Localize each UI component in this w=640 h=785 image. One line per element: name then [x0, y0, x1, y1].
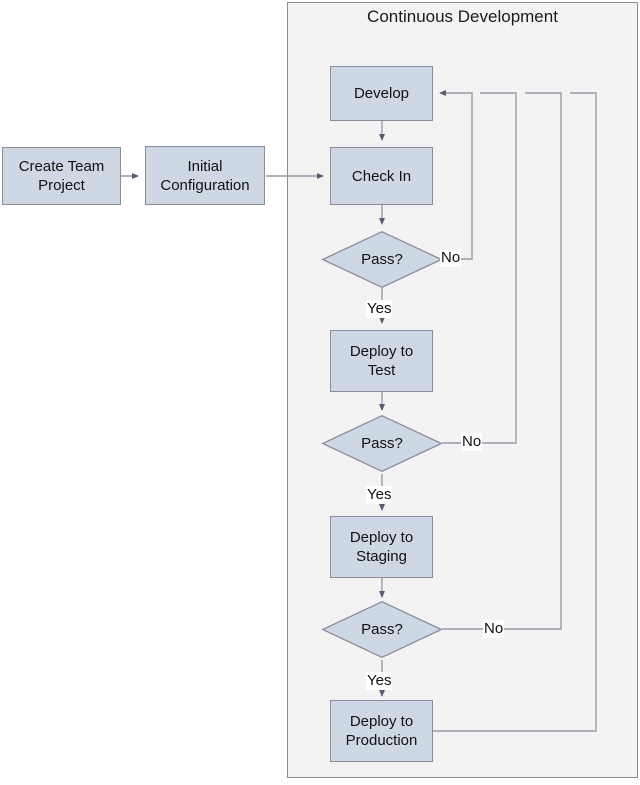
node-create-team-project-line1: Create Team	[18, 158, 105, 175]
node-deploy-to-test-line2: Test	[367, 362, 396, 379]
edge-label-yes-3: Yes	[366, 672, 393, 690]
node-initial-configuration-line1: Initial	[187, 157, 223, 175]
node-deploy-to-production-line2: Production	[345, 732, 418, 749]
node-create-team-project-line2: Project	[38, 177, 85, 194]
node-deploy-to-test-line1: Deploy to	[349, 343, 414, 360]
edge-label-no-2: No	[461, 433, 483, 451]
node-initial-configuration-line2: Configuration	[160, 176, 250, 194]
continuous-development-title: Continuous Development	[367, 7, 558, 26]
node-deploy-to-production-line1: Deploy to	[349, 713, 414, 730]
node-initial-configuration[interactable]: Initial Configuration	[145, 146, 265, 205]
edge-label-no-3: No	[483, 620, 505, 638]
node-deploy-to-staging[interactable]: Deploy to Staging	[330, 516, 433, 578]
node-deploy-to-staging-line2: Staging	[356, 548, 407, 565]
decision-pass-1[interactable]: Pass?	[322, 231, 442, 288]
node-develop-label: Develop	[353, 85, 410, 102]
node-check-in-label: Check In	[351, 167, 412, 185]
edge-label-yes-2: Yes	[366, 486, 393, 504]
node-deploy-to-staging-line1: Deploy to	[349, 529, 414, 546]
node-create-team-project[interactable]: Create Team Project	[2, 147, 121, 205]
decision-pass-2[interactable]: Pass?	[322, 415, 442, 472]
node-deploy-to-production[interactable]: Deploy to Production	[330, 700, 433, 762]
edge-label-no-1: No	[440, 249, 462, 267]
decision-pass-3[interactable]: Pass?	[322, 601, 442, 658]
node-deploy-to-test[interactable]: Deploy to Test	[330, 330, 433, 392]
edge-label-yes-1: Yes	[366, 300, 393, 318]
node-develop[interactable]: Develop	[330, 66, 433, 121]
node-check-in[interactable]: Check In	[330, 147, 433, 205]
